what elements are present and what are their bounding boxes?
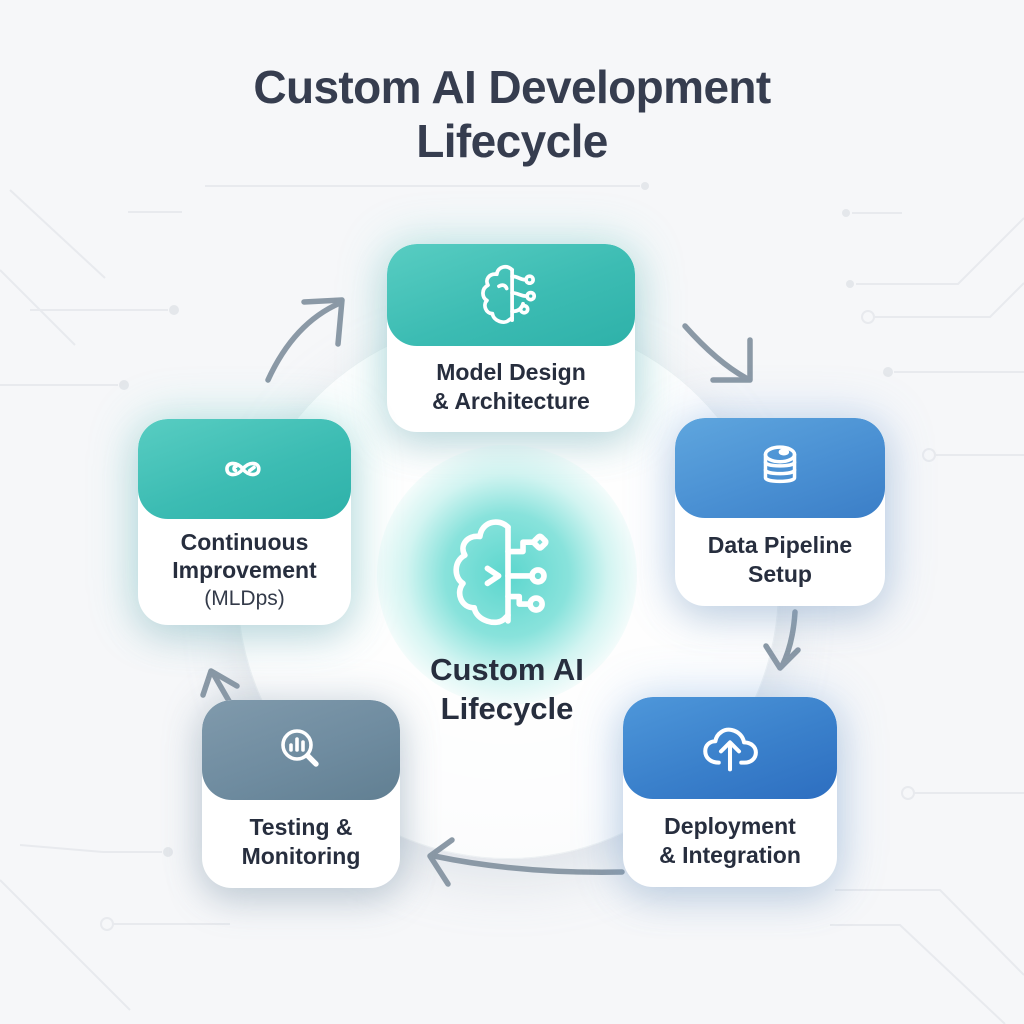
step-label-line2: Improvement bbox=[172, 557, 317, 584]
center-label-line2: Lifecycle bbox=[440, 691, 574, 727]
step-card-continuous-improvement: Continuous Improvement (MLDps) bbox=[138, 419, 351, 625]
step-label-line1: Continuous bbox=[180, 528, 309, 555]
step-card-data-pipeline: Data Pipeline Setup bbox=[675, 418, 885, 606]
step-card-header bbox=[387, 244, 635, 346]
step-card-body: Continuous Improvement (MLDps) bbox=[138, 519, 351, 625]
step-card-testing: Testing & Monitoring bbox=[202, 700, 400, 888]
cloud-upload-icon bbox=[703, 727, 758, 772]
brain-circuit-icon bbox=[453, 519, 549, 626]
page-title-line2: Lifecycle bbox=[416, 115, 608, 168]
page-title-line1: Custom AI Development bbox=[253, 61, 771, 113]
arrow-continuous-to-model bbox=[265, 297, 345, 383]
step-card-header bbox=[202, 700, 400, 800]
step-label-line2: & Architecture bbox=[432, 388, 590, 414]
step-label-line1: Data Pipeline bbox=[707, 532, 853, 559]
step-card-body: Model Design & Architecture bbox=[387, 346, 635, 432]
step-label-line3: (MLDps) bbox=[204, 586, 285, 610]
step-card-body: Testing & Monitoring bbox=[202, 800, 400, 888]
step-label-line2: Monitoring bbox=[241, 843, 361, 869]
infinity-loop-icon bbox=[224, 461, 261, 477]
step-card-deployment: Deployment & Integration bbox=[623, 697, 837, 887]
step-label-line1: Model Design bbox=[436, 359, 586, 386]
step-card-model-design: Model Design & Architecture bbox=[387, 244, 635, 432]
step-card-header bbox=[675, 418, 885, 518]
step-card-header bbox=[623, 697, 837, 799]
step-label-line2: Setup bbox=[748, 561, 812, 587]
center-label: Custom AI Lifecycle bbox=[357, 650, 657, 729]
step-card-body: Deployment & Integration bbox=[623, 799, 837, 887]
center-label-line1: Custom AI bbox=[430, 652, 584, 687]
page-title: Custom AI Development Lifecycle bbox=[0, 60, 1024, 169]
magnifier-chart-icon bbox=[281, 729, 319, 767]
step-label-line1: Deployment bbox=[664, 813, 796, 840]
arrow-model-to-data bbox=[682, 323, 753, 383]
step-card-body: Data Pipeline Setup bbox=[675, 518, 885, 606]
step-card-header bbox=[138, 419, 351, 519]
step-label-line1: Testing & bbox=[249, 814, 353, 841]
step-label-line2: & Integration bbox=[659, 842, 801, 868]
database-icon bbox=[763, 445, 797, 484]
brain-circuit-icon bbox=[481, 264, 537, 324]
